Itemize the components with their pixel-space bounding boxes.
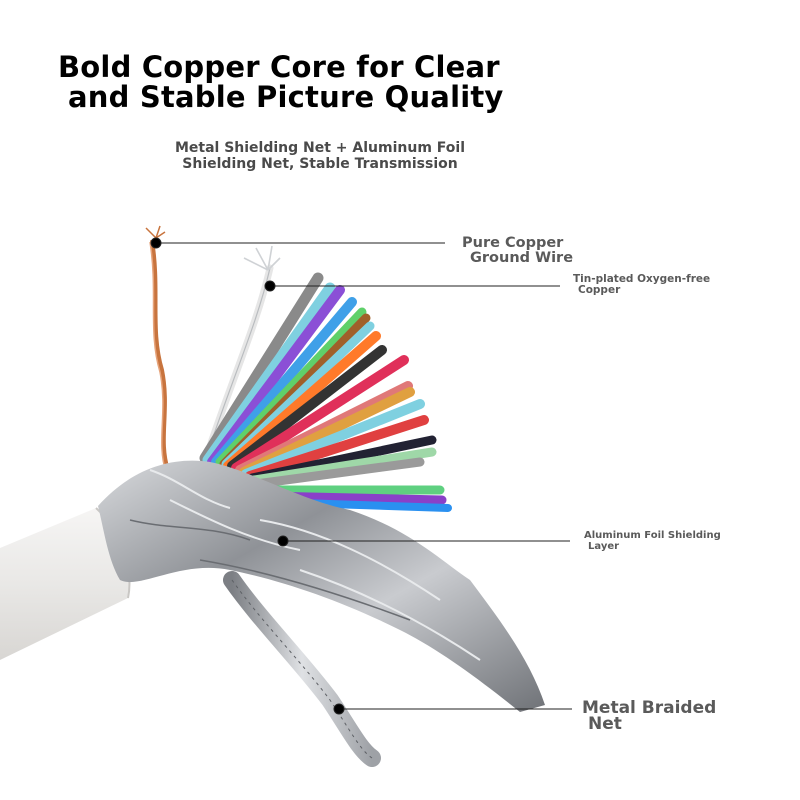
leader-lines (150, 237, 572, 715)
callout-ground-wire-line-1: Pure Copper (462, 235, 564, 251)
callout-braided-net-line-2: Net (588, 714, 622, 734)
callout-foil-layer-line-1: Aluminum Foil Shielding (584, 530, 721, 541)
callout-ground-wire-line-2: Ground Wire (470, 250, 574, 266)
callout-tin-plated: Tin-plated Oxygen-free Copper (573, 274, 710, 296)
metal-braided-net (223, 571, 381, 767)
callout-foil-layer-line-2: Layer (588, 541, 620, 552)
callout-braided-net-line-1: Metal Braided (582, 698, 717, 718)
callout-braided-net: Metal Braided Net (582, 698, 717, 734)
subheadline-line-1: Metal Shielding Net + Aluminum Foil (174, 140, 466, 156)
subheadline: Metal Shielding Net + Aluminum Foil Shie… (140, 140, 500, 172)
copper-ground-wire (145, 225, 170, 473)
aluminum-foil-layer (98, 460, 545, 712)
callout-tin-plated-line-2: Copper (578, 284, 621, 296)
callout-foil-layer: Aluminum Foil Shielding Layer (584, 530, 721, 552)
headline-line-1: Bold Copper Core for Clear (58, 50, 500, 84)
headline: Bold Copper Core for Clear and Stable Pi… (58, 52, 518, 112)
headline-line-2: and Stable Picture Quality (68, 80, 504, 114)
colored-conductors (199, 272, 452, 512)
subheadline-line-2: Shielding Net, Stable Transmission (182, 156, 458, 172)
callout-tin-plated-line-1: Tin-plated Oxygen-free (573, 273, 711, 285)
callout-ground-wire: Pure Copper Ground Wire (462, 236, 573, 266)
